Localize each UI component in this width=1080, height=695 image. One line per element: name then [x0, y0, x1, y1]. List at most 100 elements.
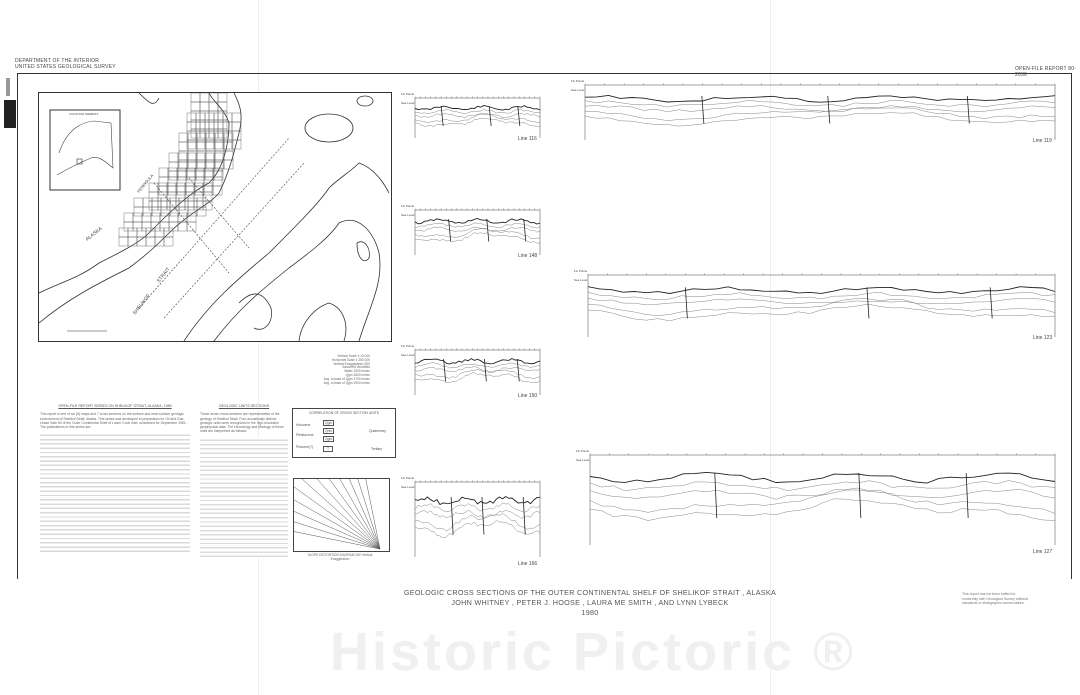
fan-line — [282, 478, 381, 550]
section-label: Line 116 — [518, 136, 537, 142]
fix-points-label: Fix Points — [401, 344, 415, 348]
title-authors: JOHN WHITNEY , PETER J. HOOSE , LAURA ME… — [451, 598, 729, 607]
reflector-line — [414, 108, 541, 115]
agency-line1: DEPARTMENT OF THE INTERIOR — [15, 58, 100, 64]
sheet-title: GEOLOGIC CROSS SECTIONS OF THE OUTER CON… — [340, 588, 840, 618]
grid-cell — [217, 128, 228, 139]
edge-tab — [4, 100, 16, 128]
fix-points-label: Fix Points — [401, 92, 415, 96]
reflector-line — [587, 303, 1056, 322]
fault-line — [448, 218, 452, 242]
fan-line — [275, 489, 381, 550]
period-quaternary: Quaternary — [369, 429, 386, 433]
seafloor-line — [414, 495, 541, 506]
grid-cell — [202, 200, 213, 211]
units-heading: GEOLOGIC UNITS SECTIONS — [218, 404, 270, 408]
fold-line — [258, 0, 259, 695]
scale-note-line: Water 1500 m/sec — [344, 369, 370, 374]
fix-points-label: Fix Points — [571, 79, 585, 83]
fix-points-label: Fix Points — [576, 449, 590, 453]
unit-box: Qgm — [323, 436, 335, 442]
fault-line — [523, 218, 527, 242]
scale-note-line: Vertical Exaggeration 25X — [333, 361, 370, 366]
reflector-line — [414, 366, 541, 373]
seafloor-line — [584, 94, 1056, 103]
epoch-pliocene: Pliocene(?) — [296, 445, 314, 449]
fault-line — [443, 358, 447, 382]
map-drawing: LOCATION SHEBOLT ALASKA PENINSULA SHELIK… — [38, 92, 390, 342]
unit-box: Qgm — [323, 420, 335, 426]
fault-line — [486, 218, 490, 242]
units-descriptions — [200, 437, 288, 558]
section-label: Line 166 — [518, 561, 537, 567]
grid-cell — [163, 236, 174, 247]
section-label: Line 127 — [1033, 549, 1052, 555]
reflector-line — [414, 226, 541, 233]
fault-line — [966, 95, 970, 124]
fault-line — [827, 95, 831, 124]
fault-line — [989, 287, 993, 319]
scale-note-line: Vertical Scale 1:10,000 — [337, 354, 370, 358]
reflector-line — [589, 480, 1056, 492]
reflector-line — [414, 113, 541, 123]
scale-note-line: Avg. to base of Qgm 1900 m/sec — [323, 380, 370, 385]
series-list — [40, 433, 190, 554]
fault-line — [516, 358, 520, 382]
sea-level-label: Sea Level — [571, 88, 585, 92]
grid-cell — [212, 185, 223, 196]
scale-note-line: Qgm 1600 m/sec — [345, 372, 370, 377]
reflector-line — [414, 362, 541, 369]
units-text-block: GEOLOGIC UNITS SECTIONS These seven cros… — [200, 404, 288, 558]
section-label: Line 150 — [518, 393, 537, 399]
sheet-frame — [17, 73, 1072, 579]
fix-points-label: Fix Points — [401, 204, 415, 208]
reflector-line — [414, 112, 541, 118]
reflector-line — [587, 297, 1056, 306]
correlation-box: CORRELATION OF CROSS SECTION UNITS Holoc… — [292, 408, 396, 458]
fan-caption: SLOPE DISTORTION DIAGRAM 25X Vertical Ex… — [307, 553, 373, 561]
seafloor-line — [587, 286, 1056, 295]
units-body: These seven cross sections are represent… — [200, 412, 284, 434]
reflector-line — [584, 105, 1056, 113]
section-label: Line 148 — [518, 253, 537, 259]
edge-mark — [6, 78, 10, 96]
unit-box: Qhm — [323, 428, 335, 434]
fix-points-label: Fix Points — [574, 269, 588, 273]
sea-level-label: Sea Level — [401, 101, 415, 105]
reflector-line — [414, 117, 541, 127]
fault-line — [481, 496, 485, 535]
reflector-line — [589, 487, 1056, 500]
section-label: Line 119 — [1033, 138, 1052, 144]
epoch-pleistocene: Pleistocene — [296, 433, 314, 437]
reflector-line — [414, 513, 541, 532]
reflector-line — [414, 228, 541, 239]
grid-cell — [196, 206, 207, 217]
sea-level-label: Sea Level — [401, 353, 415, 357]
reflector-line — [414, 232, 541, 244]
seafloor-line — [414, 218, 541, 225]
grid-cell — [223, 159, 234, 170]
reflector-line — [584, 112, 1056, 127]
series-body: This report is one of six (6) maps and 7… — [40, 412, 187, 430]
fault-line — [684, 287, 688, 319]
fault-line — [714, 472, 718, 519]
reflector-line — [589, 489, 1056, 514]
fault-line — [450, 496, 454, 535]
reflector-line — [414, 520, 541, 539]
sea-level-label: Sea Level — [576, 458, 590, 462]
reflector-line — [587, 291, 1056, 301]
agency-header: DEPARTMENT OF THE INTERIOR UNITED STATES… — [15, 58, 116, 70]
reflector-line — [589, 498, 1056, 521]
sea-level-label: Sea Level — [401, 213, 415, 217]
sea-level-label: Sea Level — [574, 278, 588, 282]
watermark: Historic Pictoric ® — [330, 622, 856, 682]
location-map: LOCATION SHEBOLT ALASKA PENINSULA SHELIK… — [38, 92, 392, 342]
fan-line — [290, 468, 381, 550]
title-main: GEOLOGIC CROSS SECTIONS OF THE OUTER CON… — [403, 588, 777, 597]
